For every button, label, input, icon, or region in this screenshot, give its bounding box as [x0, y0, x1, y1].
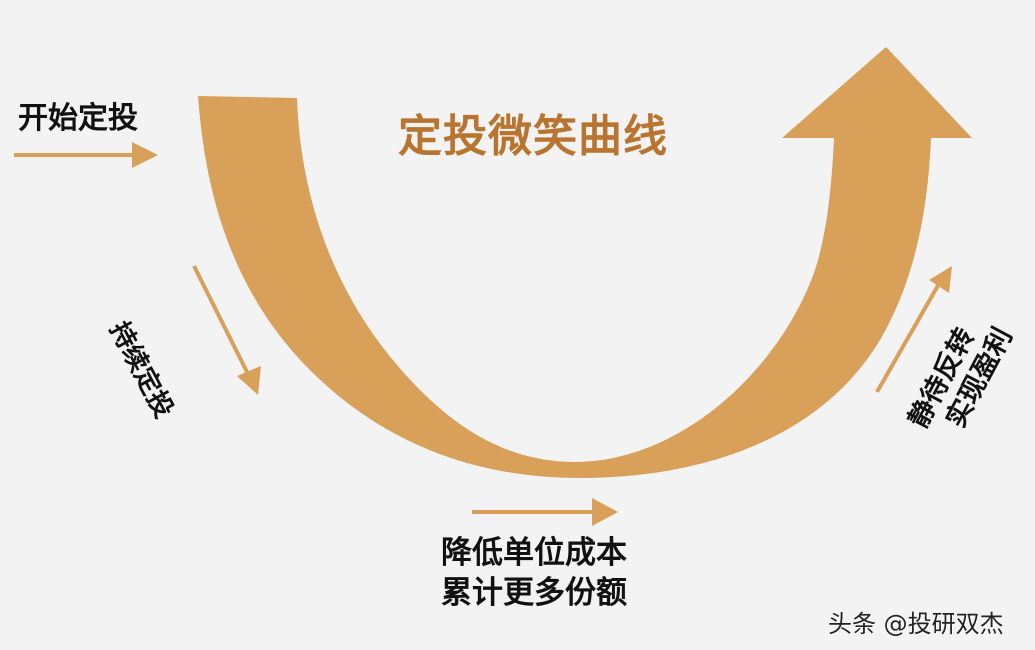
start-arrow: [14, 142, 158, 168]
bottom-arrow: [472, 498, 618, 526]
label-bottom-line1: 降低单位成本: [441, 535, 627, 571]
label-start: 开始定投: [18, 101, 138, 136]
diagram-title: 定投微笑曲线: [398, 111, 668, 162]
label-bottom-line2: 累计更多份额: [441, 575, 627, 611]
label-bottom: 降低单位成本 累计更多份额: [441, 533, 627, 613]
smile-curve-arrow: [198, 47, 972, 478]
continue-arrow: [192, 265, 261, 395]
rebound-arrow: [875, 266, 952, 393]
watermark: 头条 @投研双杰: [828, 610, 1004, 638]
